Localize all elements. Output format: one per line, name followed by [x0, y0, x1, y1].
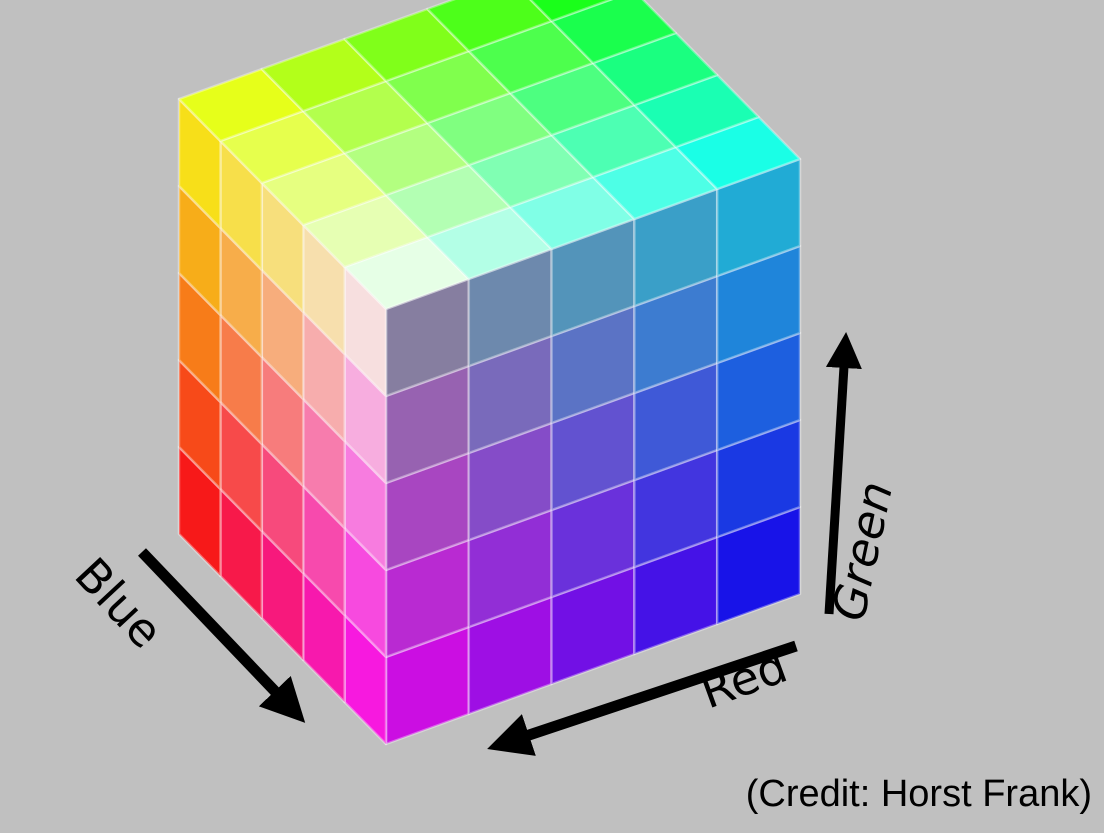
axis-arrows [138, 332, 862, 756]
top-face-cell [426, 0, 553, 53]
red-axis-arrow [487, 640, 798, 756]
blue-axis-arrow [138, 548, 306, 723]
rgb-cube [177, 0, 802, 746]
green-axis-arrow [824, 332, 862, 615]
top-face-cell [550, 0, 678, 65]
top-face-cell [529, 0, 614, 23]
credit-text: (Credit: Horst Frank) [745, 773, 1092, 815]
